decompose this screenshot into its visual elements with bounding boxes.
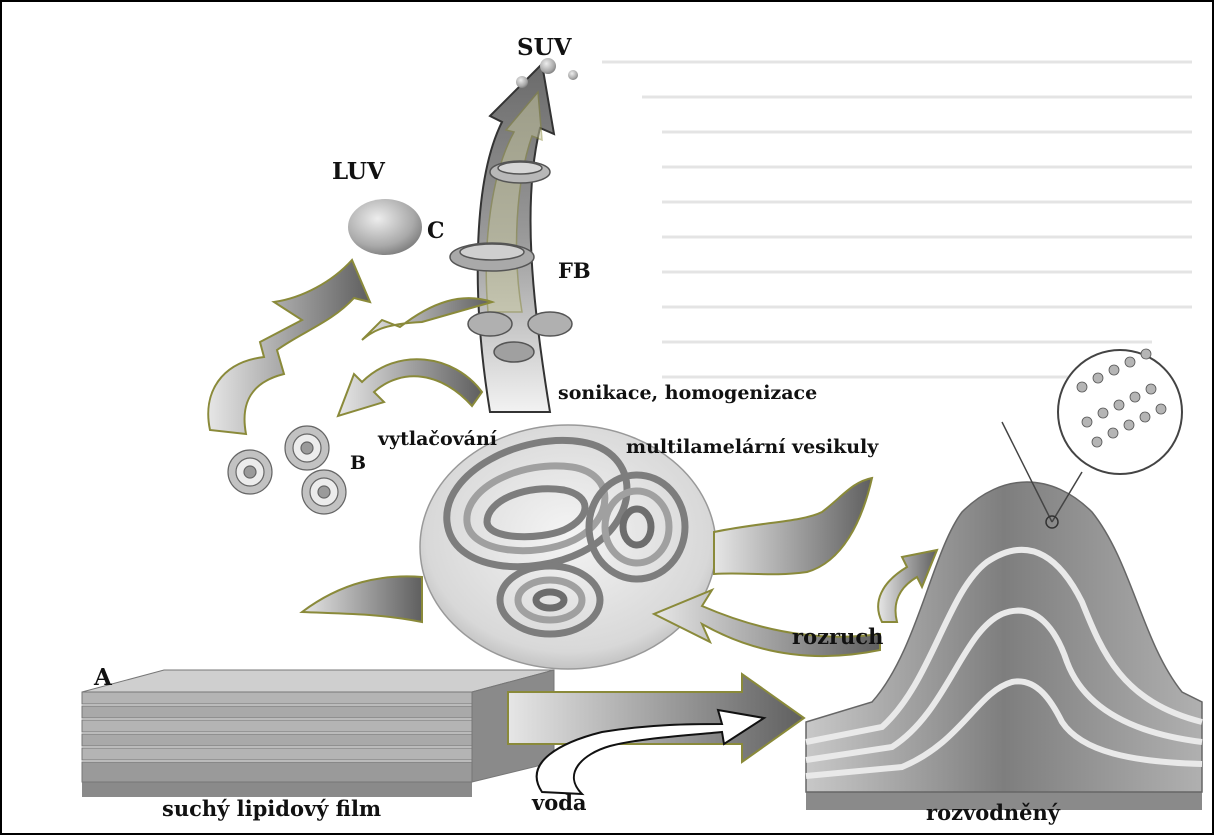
label-a: A (94, 666, 112, 689)
suv-spheres (516, 58, 578, 88)
arrow-into-mlv-left (302, 576, 422, 622)
label-multilamelarni: multilamelární vesikuly (626, 438, 878, 457)
label-voda: voda (532, 792, 587, 813)
label-rozvodneny: rozvodněný (926, 802, 1060, 823)
extrusion-arrow-left (338, 359, 482, 416)
label-b: B (350, 454, 366, 473)
b-vesicles (228, 426, 346, 514)
luv-sphere (348, 199, 422, 255)
label-vytlacovani: vytlačování (378, 430, 497, 449)
background-text-noise (602, 62, 1192, 377)
label-rozruch: rozruch (792, 626, 883, 647)
dry-lipid-film (82, 670, 554, 797)
arrow-out-mlv-right (714, 478, 872, 574)
label-sonikace: sonikace, homogenizace (558, 384, 817, 403)
label-fb: FB (558, 260, 591, 281)
multilamellar-vesicle (420, 425, 716, 669)
label-luv: LUV (332, 160, 385, 183)
label-c: C (427, 220, 445, 242)
label-suv: SUV (517, 36, 572, 59)
label-suchy-film: suchý lipidový film (162, 798, 381, 819)
